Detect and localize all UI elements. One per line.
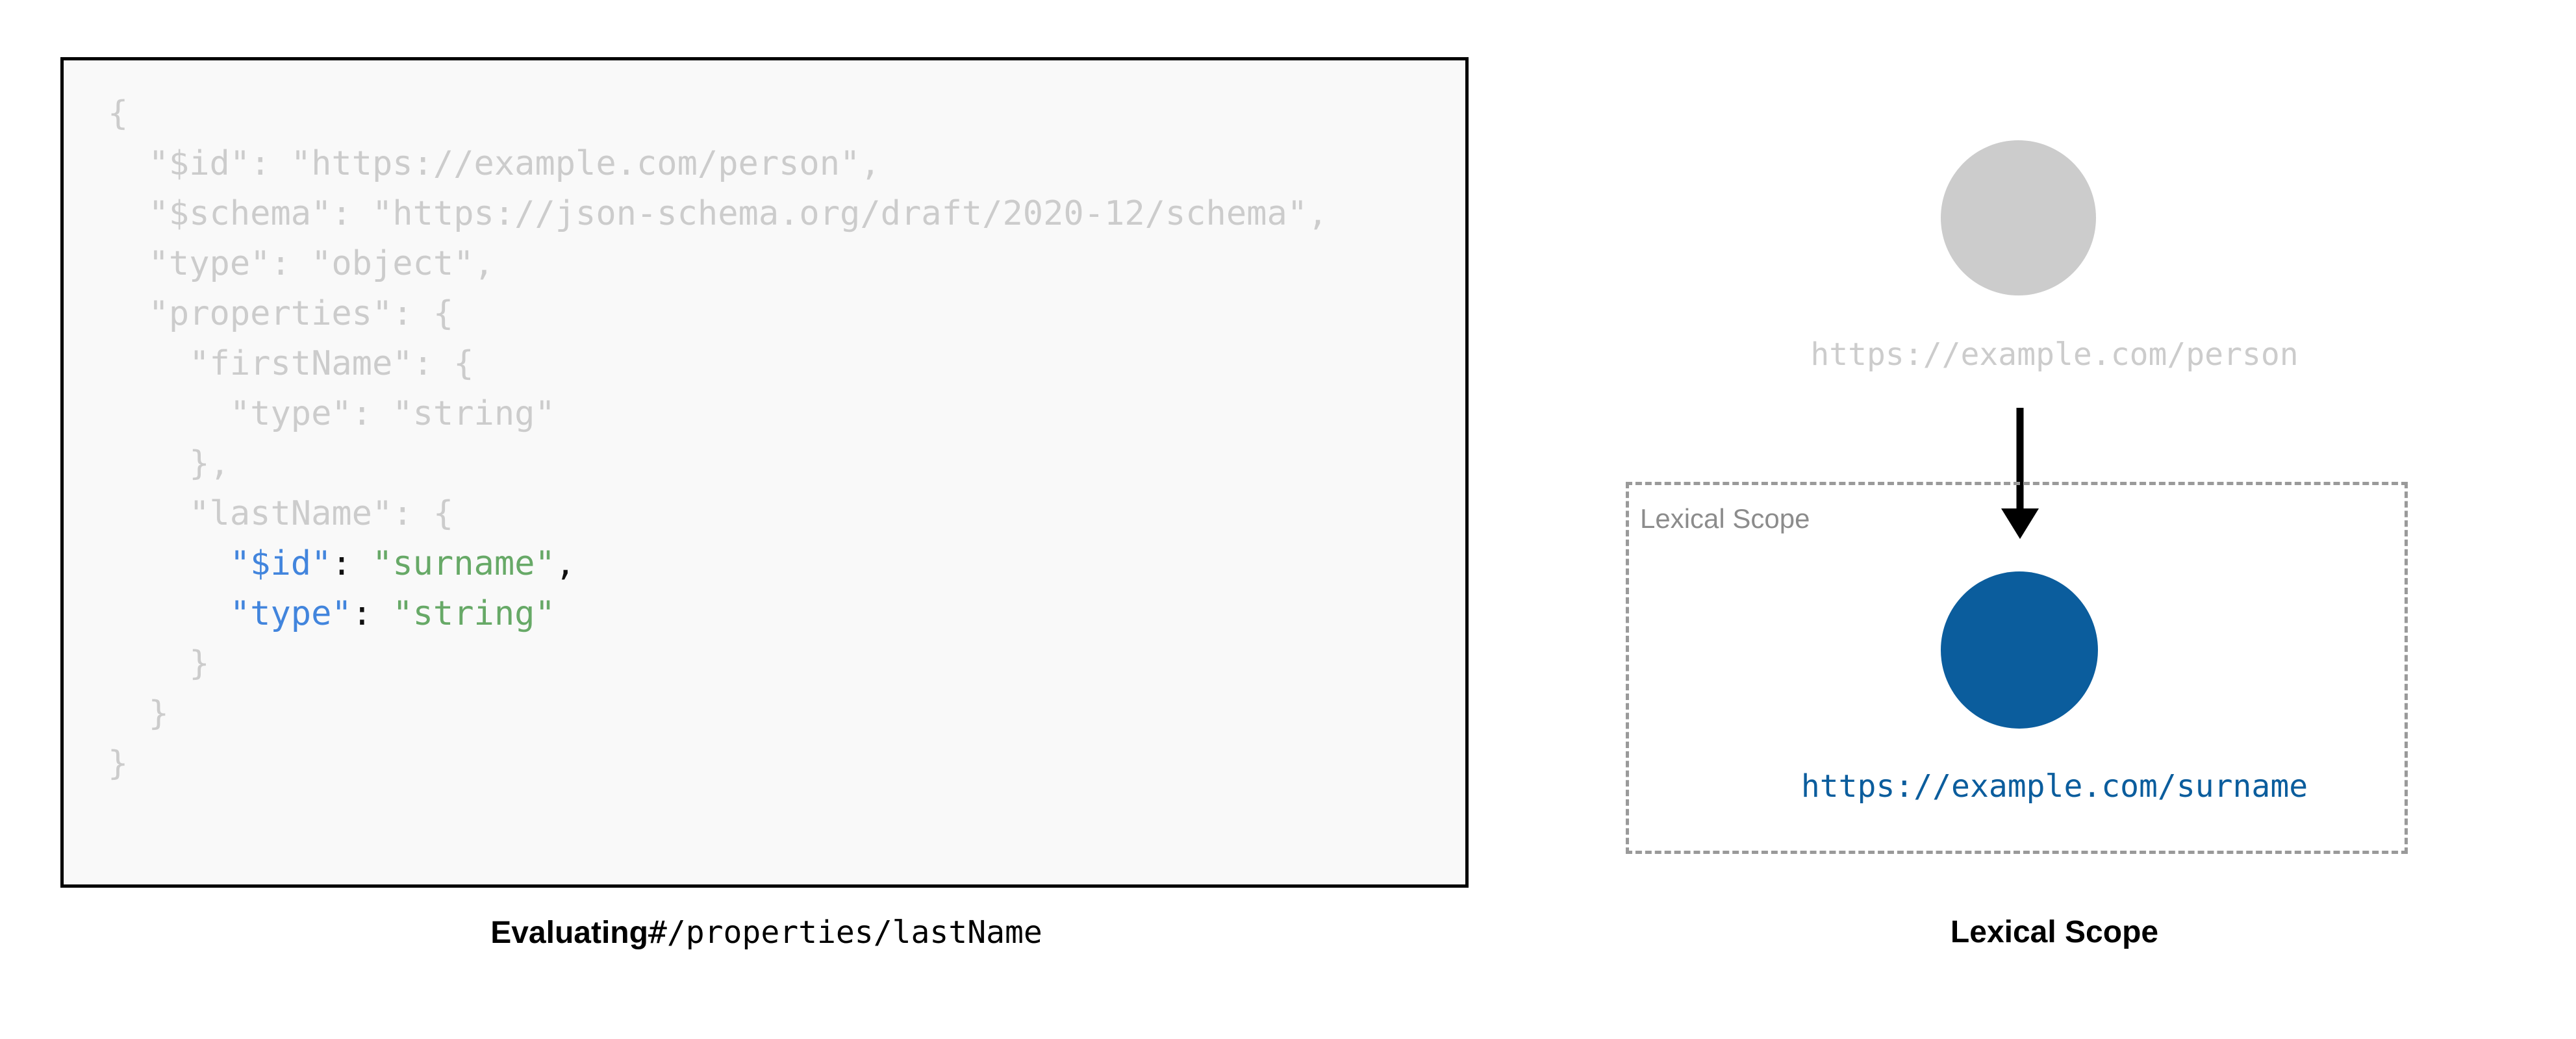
code-line-highlighted: "$id": "surname", bbox=[108, 539, 1328, 589]
code-token-sep: : bbox=[351, 594, 393, 633]
code-indent bbox=[108, 544, 230, 583]
code-line: "lastName": { bbox=[108, 494, 454, 533]
code-line: "firstName": { bbox=[108, 344, 474, 383]
json-schema-code-listing: { "$id": "https://example.com/person", "… bbox=[108, 89, 1328, 789]
evaluating-panel: { "$id": "https://example.com/person", "… bbox=[0, 57, 1533, 951]
code-token-key: "type" bbox=[229, 594, 352, 633]
code-line: { bbox=[108, 94, 129, 133]
code-token-str: "string" bbox=[392, 594, 555, 633]
code-line: "type": "object", bbox=[108, 244, 494, 283]
lexical-scope-box-label: Lexical Scope bbox=[1640, 503, 1810, 534]
lexical-scope-boundary-box bbox=[1626, 482, 2408, 854]
root-schema-node-label: https://example.com/person bbox=[1810, 336, 2299, 373]
evaluating-caption-pointer: #/properties/lastName bbox=[648, 914, 1042, 951]
scope-arrow-icon bbox=[2001, 408, 2039, 539]
code-line: "$schema": "https://json-schema.org/draf… bbox=[108, 194, 1328, 233]
lexical-scope-panel: https://example.com/person Lexical Scope… bbox=[1533, 0, 2576, 1039]
code-token-key: "$id" bbox=[229, 544, 332, 583]
json-schema-code-box: { "$id": "https://example.com/person", "… bbox=[60, 57, 1469, 888]
code-line: "type": "string" bbox=[108, 394, 555, 433]
evaluating-caption-strong: Evaluating bbox=[490, 916, 648, 950]
root-schema-node-circle bbox=[1941, 140, 2096, 295]
code-line: } bbox=[108, 744, 129, 783]
scoped-schema-node-circle bbox=[1941, 571, 2098, 729]
code-line: } bbox=[108, 694, 169, 733]
evaluating-caption: Evaluating#/properties/lastName bbox=[0, 914, 1533, 951]
code-indent bbox=[108, 594, 230, 633]
code-token-sep: : bbox=[331, 544, 373, 583]
code-line: "properties": { bbox=[108, 294, 454, 333]
scoped-schema-node-label: https://example.com/surname bbox=[1800, 768, 2308, 805]
code-line: "$id": "https://example.com/person", bbox=[108, 144, 881, 183]
code-token-tail: , bbox=[555, 544, 576, 583]
code-line-highlighted: "type": "string" bbox=[108, 589, 1328, 639]
code-token-str: "surname" bbox=[372, 544, 555, 583]
code-line: } bbox=[108, 644, 210, 683]
code-line: }, bbox=[108, 444, 230, 483]
lexical-scope-caption: Lexical Scope bbox=[1950, 915, 2159, 949]
